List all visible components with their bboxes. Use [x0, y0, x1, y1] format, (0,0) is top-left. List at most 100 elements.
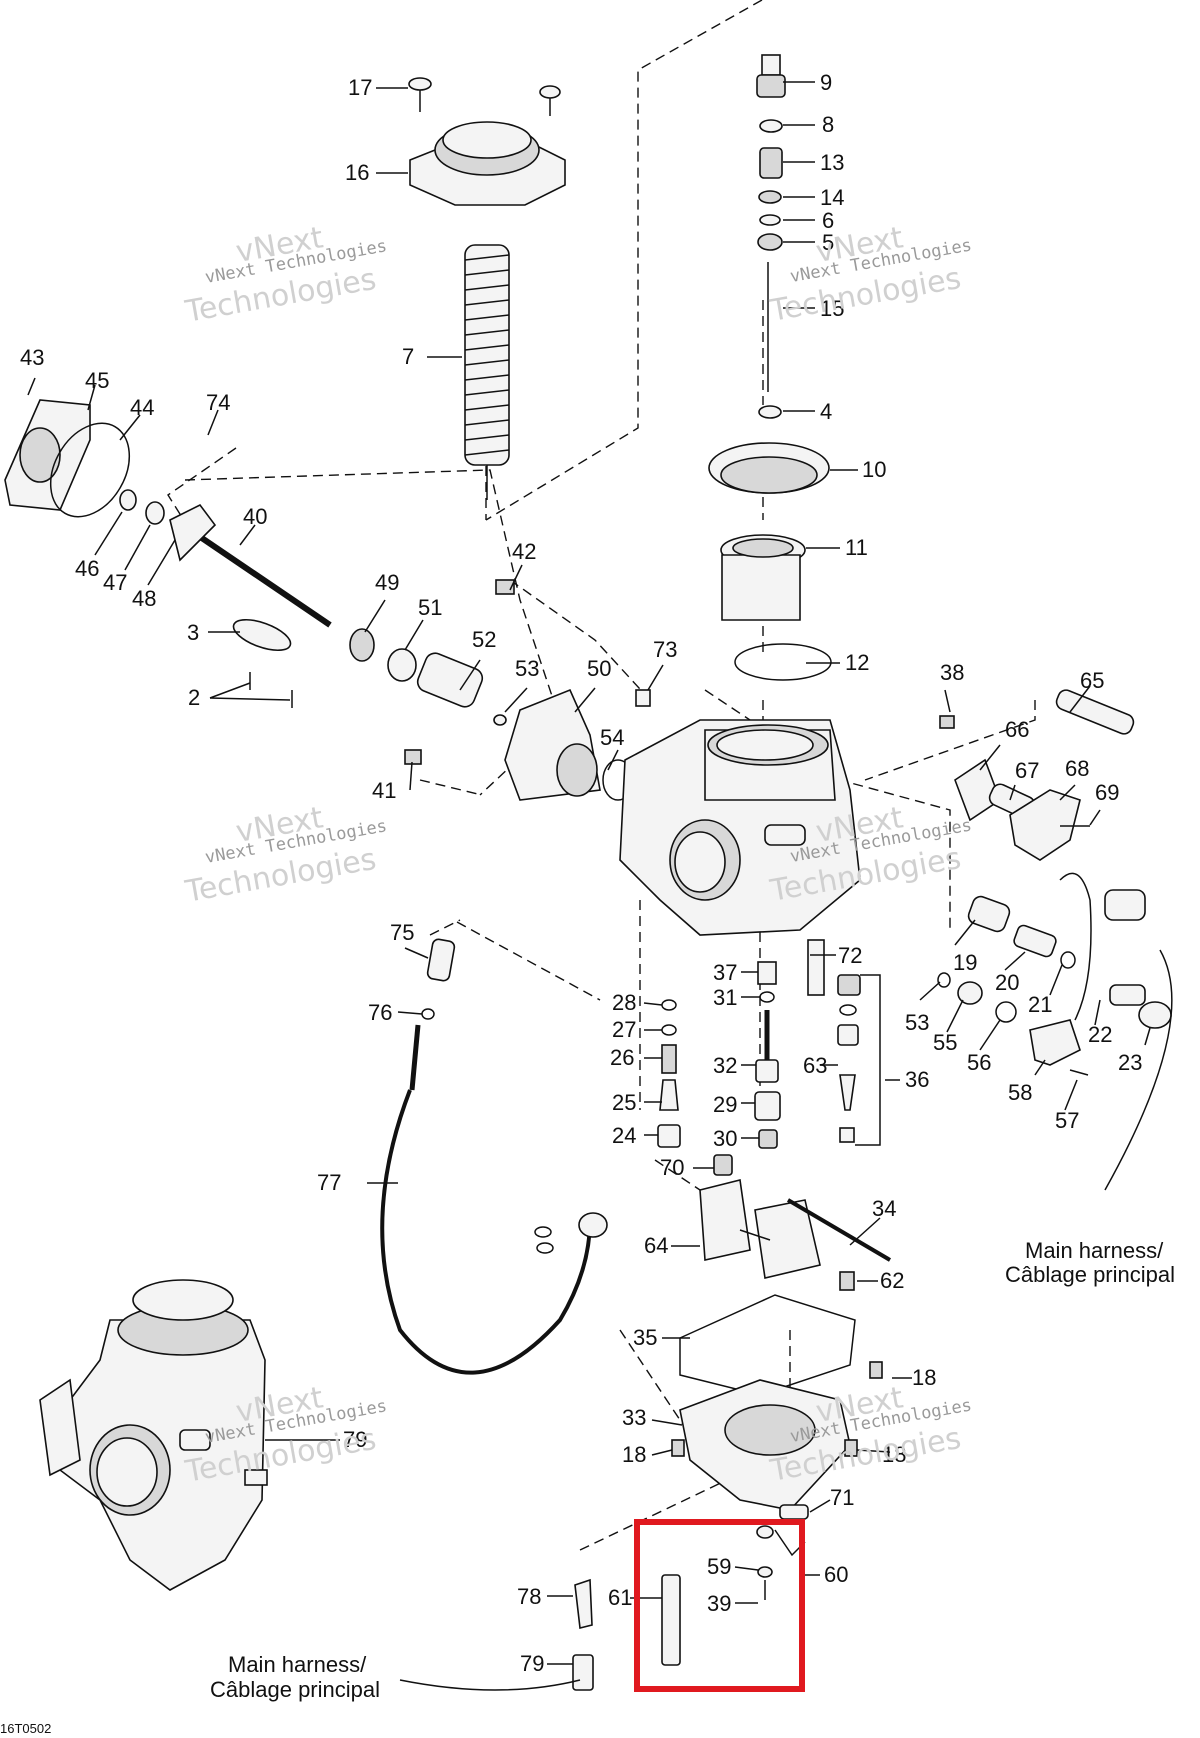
- callout: 70: [660, 1155, 684, 1180]
- callout: 79: [520, 1651, 544, 1676]
- float-valve-parts: [807, 939, 881, 1146]
- callout: 65: [1080, 668, 1104, 693]
- callout: 73: [653, 637, 677, 662]
- harness-caption-line2: Câblage principal: [210, 1677, 380, 1702]
- callout: 33: [622, 1405, 646, 1430]
- drain-parts-highlighted: [661, 1525, 806, 1666]
- harness-caption-line2: Câblage principal: [1005, 1262, 1175, 1287]
- callout: 18: [622, 1442, 646, 1467]
- callout: 48: [132, 586, 156, 611]
- callout: 25: [612, 1090, 636, 1115]
- callout: 34: [872, 1196, 896, 1221]
- callout: 64: [644, 1233, 668, 1258]
- diaphragm-10: [708, 442, 830, 494]
- callout: 12: [845, 650, 869, 675]
- callout: 77: [317, 1170, 341, 1195]
- highlight-box: [634, 1519, 805, 1692]
- callout: 79: [343, 1427, 367, 1452]
- harness-caption-left: Main harness/ Câblage principal: [210, 1652, 380, 1702]
- screw-41: [404, 749, 422, 765]
- callout: 44: [130, 395, 154, 420]
- slide-11: [720, 534, 806, 621]
- callout: 30: [713, 1126, 737, 1151]
- callout: 53: [515, 656, 539, 681]
- top-cover-16: [409, 121, 566, 206]
- watermark-2: vNext vNext Technologies Technologies: [767, 220, 974, 329]
- callout: 50: [587, 656, 611, 681]
- callout: 76: [368, 1000, 392, 1025]
- leader-lines: [27, 81, 1173, 1691]
- sensor-78-79: [572, 1578, 594, 1691]
- callout: 4: [820, 399, 832, 424]
- needle-stack: [756, 54, 786, 419]
- callout: 67: [1015, 758, 1039, 783]
- inset-carburetor-assembly: [39, 1279, 268, 1591]
- callout: 11: [845, 535, 868, 560]
- cable-77: [380, 938, 608, 1375]
- screw-38: [939, 715, 955, 729]
- callout: 23: [1118, 1050, 1142, 1075]
- callout: 5: [822, 230, 834, 255]
- callout: 9: [820, 70, 832, 95]
- throttle-cover-50: [504, 688, 634, 801]
- left-cover-45-44: [4, 399, 131, 518]
- watermark-6: vNext vNext Technologies Technologies: [767, 1380, 974, 1489]
- callout: 32: [713, 1053, 737, 1078]
- callout: 16: [345, 160, 369, 185]
- harness-caption-line1: Main harness/: [228, 1652, 367, 1677]
- callout: 24: [612, 1123, 636, 1148]
- drawing-code: 16T0502: [0, 1721, 51, 1736]
- callout: 47: [103, 570, 127, 595]
- watermark-5: vNext vNext Technologies Technologies: [182, 1380, 389, 1490]
- callout: 7: [402, 344, 414, 369]
- callout: 69: [1095, 780, 1119, 805]
- callout: 43: [20, 345, 44, 370]
- spring-7: [464, 244, 510, 500]
- callout: 22: [1088, 1022, 1112, 1047]
- callout: 63: [803, 1053, 827, 1078]
- watermark-1: vNext vNext Technologies Technologies: [182, 220, 389, 330]
- watermark-3: vNext vNext Technologies Technologies: [182, 800, 389, 910]
- callout: 3: [187, 620, 199, 645]
- callout-labels: 17 9 8 16 13 14 6 5 15 7 4 43 45 44 74 1…: [20, 70, 1142, 1676]
- callout: 72: [838, 943, 862, 968]
- callout: 13: [820, 150, 844, 175]
- callout: 26: [610, 1045, 634, 1070]
- callout: 39: [707, 1591, 731, 1616]
- callout: 37: [713, 960, 737, 985]
- callout: 56: [967, 1050, 991, 1075]
- callout: 36: [905, 1067, 929, 1092]
- carburetor-body: [619, 719, 861, 936]
- callout: 62: [880, 1268, 904, 1293]
- needle-jet-parts-left: [657, 999, 681, 1148]
- callout: 28: [612, 990, 636, 1015]
- callout: 21: [1028, 992, 1052, 1017]
- callout: 59: [707, 1554, 731, 1579]
- callout: 75: [390, 920, 414, 945]
- screw-17: [408, 77, 561, 116]
- callout: 54: [600, 725, 624, 750]
- bushing-spring-group: [349, 628, 507, 726]
- callout: 60: [824, 1562, 848, 1587]
- callout: 2: [188, 685, 200, 710]
- callout: 61: [608, 1585, 632, 1610]
- harness-caption-line1: Main harness/: [1025, 1238, 1164, 1263]
- o-ring-12: [734, 643, 832, 681]
- drain-screw-71: [779, 1504, 809, 1520]
- callout: 46: [75, 556, 99, 581]
- callout: 38: [940, 660, 964, 685]
- callout: 53: [905, 1010, 929, 1035]
- callout: 55: [933, 1030, 957, 1055]
- callout: 49: [375, 570, 399, 595]
- callout: 20: [995, 970, 1019, 995]
- tube-65: [1055, 689, 1135, 735]
- float-bowl-33: [671, 1361, 883, 1511]
- callout: 18: [912, 1365, 936, 1390]
- callout: 71: [830, 1485, 854, 1510]
- callout: 18: [882, 1442, 906, 1467]
- callout: 29: [713, 1092, 737, 1117]
- float-64: [699, 1179, 892, 1291]
- choke-plunger-group: [954, 758, 1090, 861]
- callout: 74: [206, 390, 230, 415]
